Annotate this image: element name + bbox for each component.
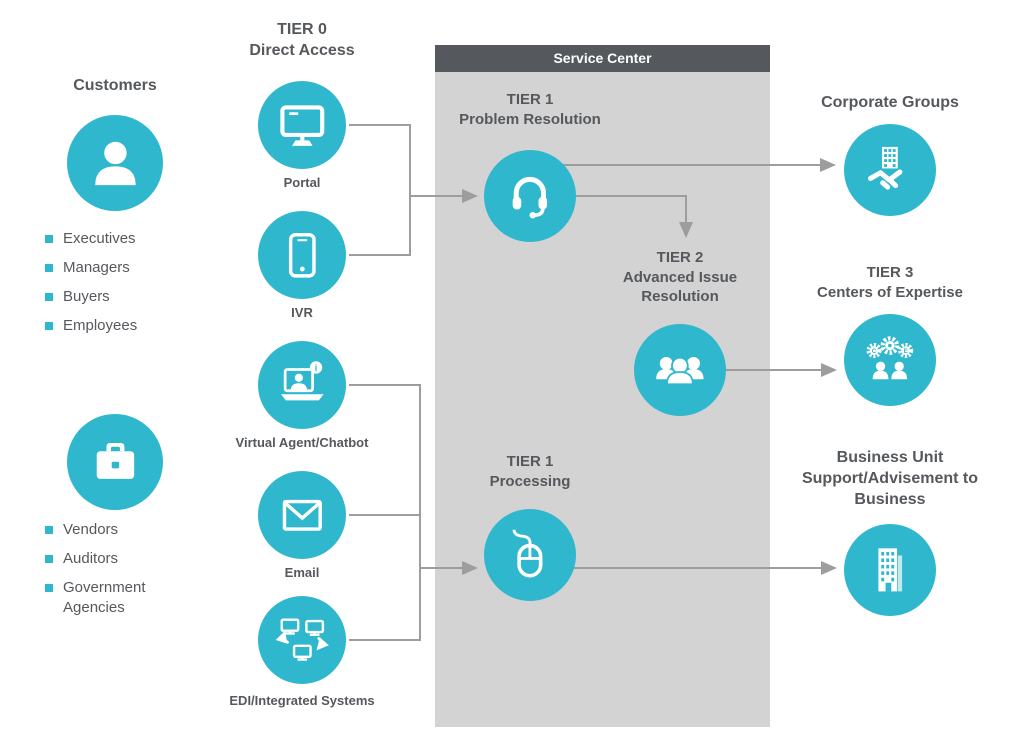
ivr-node [258,211,346,299]
tier2-node [634,324,726,416]
list-item: Vendors [45,520,205,540]
heading-line: TIER 3 [866,264,914,281]
customers-node [67,115,163,211]
headset-icon [512,177,548,219]
list-item: Executives [45,229,205,249]
heading-line: Resolution [641,288,719,305]
vendors-list: Vendors Auditors Government Agencies [45,520,205,627]
portal-node [258,81,346,169]
smartphone-icon [288,232,316,278]
tier1-problem-resolution-node [484,150,576,242]
svg-text:C: C [872,348,877,355]
list-item-label: Buyers [63,288,110,305]
heading-line: Direct Access [249,41,355,59]
heading-line: Corporate Groups [821,94,959,111]
monitor-icon [280,105,324,146]
tier1-processing-node [484,509,576,601]
bullet-icon [45,293,53,301]
virtual-agent-node: i [258,341,346,429]
tier2-heading: TIER 2 Advanced Issue Resolution [600,248,760,307]
tier3-heading: TIER 3 Centers of Expertise [795,263,985,302]
list-item-label: Vendors [63,521,119,538]
heading-line: TIER 2 [656,249,704,266]
bullet-icon [45,322,53,330]
virtual-agent-label: Virtual Agent/Chatbot [235,435,369,450]
tier1-processing-heading: TIER 1 Processing [450,452,610,491]
heading-line: TIER 1 [506,453,554,470]
corporate-groups-node [844,124,936,216]
mouse-icon [512,529,543,578]
expertise-gears-icon: C E [866,336,914,380]
bullet-icon [45,526,53,534]
heading-line: TIER 0 [277,21,327,38]
service-center-header: Service Center [435,45,770,72]
bullet-icon [45,235,53,243]
heading-line: Advanced Issue [622,268,738,286]
list-item-label: Employees [63,317,138,334]
tier1-problem-resolution-heading: TIER 1 Problem Resolution [450,90,610,129]
email-label: Email [284,565,320,580]
customers-title: Customers [73,77,157,94]
tier0-heading: TIER 0 Direct Access [222,20,382,62]
customers-list: Executives Managers Buyers Employees [45,229,205,345]
bullet-icon [45,555,53,563]
heading-line: Business [854,490,926,508]
corporate-groups-heading: Corporate Groups [795,93,985,114]
bullet-icon [45,584,53,592]
email-node [258,471,346,559]
list-item-label: Auditors [63,550,119,567]
list-item-label: Executives [63,230,136,247]
connector-va-edi [349,384,421,641]
svg-text:i: i [314,363,316,373]
heading-line: Processing [489,472,571,490]
person-icon [94,141,136,185]
heading-line: Support/Advisement to [801,469,978,487]
heading-line: Business Unit [836,449,944,466]
heading-line: TIER 1 [506,91,554,108]
ivr-label: IVR [291,305,313,320]
list-item: Buyers [45,287,205,307]
office-building-icon [878,548,903,592]
list-item: Managers [45,258,205,278]
list-item: Government Agencies [45,578,205,618]
list-item: Auditors [45,549,205,569]
heading-line: Centers of Expertise [817,283,963,301]
bullet-icon [45,264,53,272]
virtual-agent-icon: i [280,360,324,401]
tier3-node: C E [844,314,936,406]
vendors-node [67,414,163,510]
briefcase-icon [96,442,134,479]
business-unit-node [844,524,936,616]
edi-label: EDI/Integrated Systems [229,693,375,708]
portal-label: Portal [283,175,321,190]
list-item: Employees [45,316,205,336]
svg-text:E: E [904,348,909,355]
heading-line: Problem Resolution [459,110,601,128]
business-unit-heading: Business Unit Support/Advisement to Busi… [790,448,990,510]
list-item-label: Government Agencies [63,579,146,616]
edi-node [258,596,346,684]
corporate-handshake-icon [868,147,903,190]
team-icon [656,356,704,386]
integrated-systems-icon [275,618,329,661]
list-item-label: Managers [63,259,130,276]
envelope-icon [282,499,322,531]
